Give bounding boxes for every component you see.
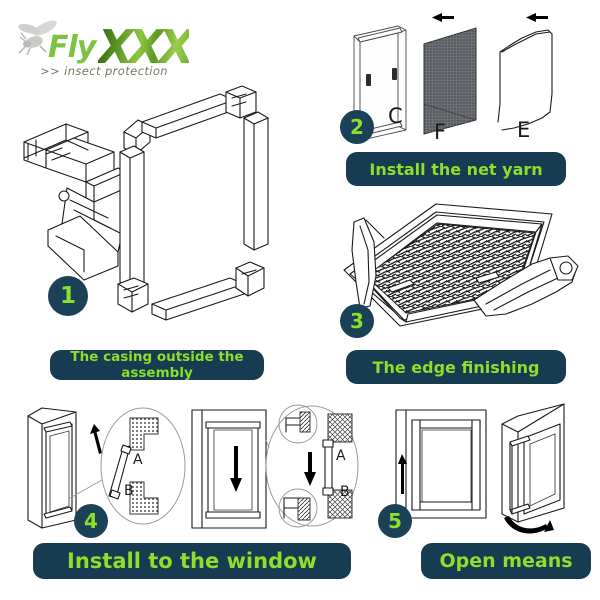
window-flat-open xyxy=(395,409,487,519)
window-perspective-left xyxy=(27,407,102,529)
window-flat-middle xyxy=(191,409,267,529)
step-caption-2: Install the net yarn xyxy=(346,152,566,186)
step-2-illustration xyxy=(336,8,598,148)
step-badge-1: 1 xyxy=(48,276,88,316)
step-caption-4: Install to the window xyxy=(33,543,351,579)
step-4-illustration xyxy=(20,402,360,538)
part-label-c: C xyxy=(388,104,403,128)
part-label-b-right: B xyxy=(340,484,350,500)
step-caption-3: The edge finishing xyxy=(346,350,566,384)
part-f-net xyxy=(423,13,477,135)
callout-right xyxy=(265,404,359,528)
logo-word-fly: Fly xyxy=(48,30,96,65)
step-1-illustration xyxy=(18,85,318,336)
logo-tagline: >> insect protection xyxy=(40,64,168,78)
step-3-illustration xyxy=(336,196,598,344)
hand-tool xyxy=(351,217,385,309)
step-badge-3: 3 xyxy=(340,304,374,338)
fly-icon xyxy=(18,20,57,56)
part-e-spline xyxy=(497,13,553,131)
window-perspective-open xyxy=(501,403,565,534)
part-label-f: F xyxy=(434,120,447,144)
step-badge-4: 4 xyxy=(74,504,108,538)
step-badge-2: 2 xyxy=(340,110,374,144)
part-label-e: E xyxy=(517,118,531,142)
part-label-a-right: A xyxy=(336,448,346,464)
step-5-illustration xyxy=(378,402,594,538)
callout-left xyxy=(69,407,186,525)
part-label-b-left: B xyxy=(124,483,134,499)
corner-connector-part xyxy=(23,123,127,281)
spline-roller-tool xyxy=(473,255,579,317)
step-badge-5: 5 xyxy=(378,504,412,538)
logo-word-xxx: XXX xyxy=(98,20,194,74)
part-label-a-left: A xyxy=(133,452,143,468)
step-caption-1: The casing outside the assembly xyxy=(50,349,264,381)
frame-profiles xyxy=(117,85,269,321)
step-caption-5: Open means xyxy=(421,543,591,579)
brand-logo: Fly XXX >> insect protection xyxy=(10,14,200,86)
